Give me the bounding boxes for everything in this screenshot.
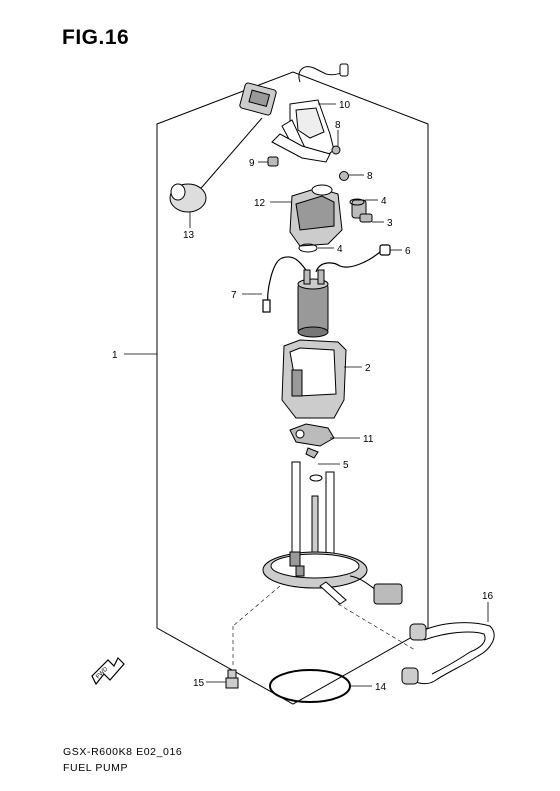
svg-text:14: 14 bbox=[375, 682, 387, 693]
wire-harness bbox=[262, 244, 391, 313]
svg-text:13: 13 bbox=[183, 230, 195, 241]
callout-5: 5 bbox=[318, 460, 349, 471]
svg-text:1: 1 bbox=[112, 350, 118, 361]
washer bbox=[309, 474, 323, 482]
callout-9: 9 bbox=[249, 158, 268, 169]
callout-4-lower: 4 bbox=[318, 244, 343, 255]
regulator-housing bbox=[289, 184, 343, 247]
pump-holder bbox=[281, 339, 347, 419]
callout-12: 12 bbox=[254, 198, 292, 209]
svg-text:2: 2 bbox=[365, 363, 371, 374]
callout-7: 7 bbox=[231, 290, 262, 301]
svg-text:15: 15 bbox=[193, 678, 205, 689]
svg-text:11: 11 bbox=[363, 434, 374, 445]
level-sensor bbox=[239, 82, 277, 116]
callout-3: 3 bbox=[372, 218, 393, 229]
sender-unit-bracket bbox=[271, 63, 349, 163]
fuel-filter bbox=[289, 423, 335, 459]
callout-10: 10 bbox=[318, 100, 351, 111]
model-code-caption: GSX-R600K8 E02_016 bbox=[63, 746, 183, 758]
o-rings bbox=[298, 198, 365, 253]
pressure-regulator bbox=[351, 199, 373, 223]
callout-13: 13 bbox=[183, 212, 195, 241]
callout-4-upper: 4 bbox=[365, 196, 387, 207]
assembly-name-caption: FUEL PUMP bbox=[63, 762, 129, 774]
callout-14: 14 bbox=[350, 682, 387, 693]
callout-16: 16 bbox=[482, 591, 494, 622]
small-screws bbox=[267, 145, 349, 181]
assembly-boundary bbox=[156, 71, 429, 705]
svg-text:7: 7 bbox=[231, 290, 237, 301]
svg-text:12: 12 bbox=[254, 198, 266, 209]
svg-text:16: 16 bbox=[482, 591, 494, 602]
svg-text:10: 10 bbox=[339, 100, 351, 111]
gasket bbox=[269, 669, 351, 703]
figure-title: FIG.16 bbox=[62, 26, 130, 49]
callout-8-upper: 8 bbox=[335, 120, 341, 146]
callout-6: 6 bbox=[390, 246, 411, 257]
guide-lines bbox=[232, 585, 416, 668]
fuel-hose bbox=[401, 622, 495, 685]
bolt bbox=[225, 669, 239, 689]
svg-text:4: 4 bbox=[381, 196, 387, 207]
svg-text:3: 3 bbox=[387, 218, 393, 229]
callout-2: 2 bbox=[344, 363, 371, 374]
callout-11: 11 bbox=[330, 434, 374, 445]
svg-text:8: 8 bbox=[335, 120, 341, 131]
callout-15: 15 bbox=[193, 678, 226, 689]
callout-8-lower: 8 bbox=[349, 171, 373, 182]
fuel-pump-motor bbox=[297, 269, 329, 338]
callout-1: 1 bbox=[112, 350, 157, 361]
float-arm bbox=[169, 117, 263, 213]
svg-text:5: 5 bbox=[343, 460, 349, 471]
svg-text:4: 4 bbox=[337, 244, 343, 255]
forward-arrow-icon: FWD bbox=[91, 656, 125, 686]
pump-plate-assembly bbox=[262, 461, 403, 605]
svg-text:8: 8 bbox=[367, 171, 373, 182]
svg-text:9: 9 bbox=[249, 158, 255, 169]
svg-text:6: 6 bbox=[405, 246, 411, 257]
